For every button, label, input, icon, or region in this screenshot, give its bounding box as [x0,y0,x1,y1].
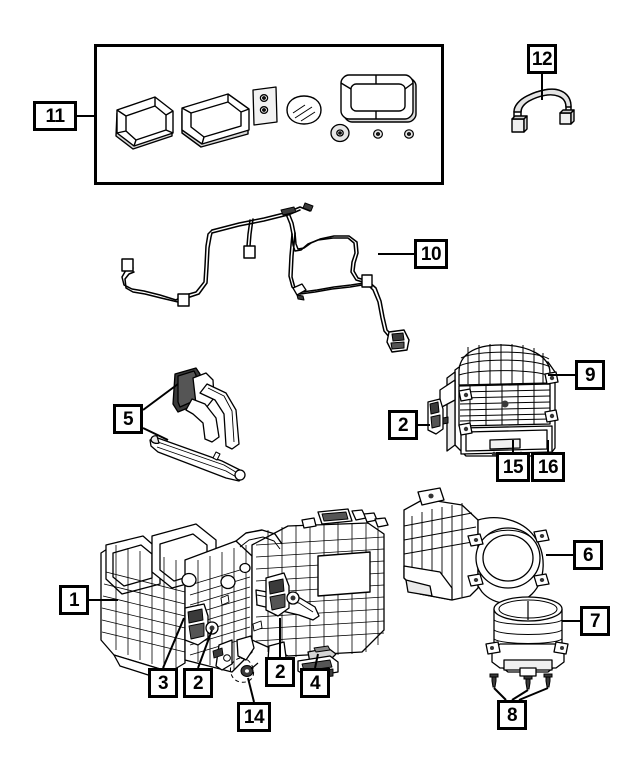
callout-14[interactable]: 14 [237,702,271,732]
leader-2-left [197,629,213,669]
callout-16[interactable]: 16 [531,452,565,482]
hvac-housing-assembly [100,508,389,683]
wiring-harness [121,202,410,353]
callout-4[interactable]: 4 [300,668,330,698]
mounting-screws [489,673,553,690]
callout-2-blower[interactable]: 2 [388,410,418,440]
callout-15[interactable]: 15 [496,452,530,482]
callout-6[interactable]: 6 [573,540,603,570]
leader-4 [314,653,319,669]
callout-5[interactable]: 5 [113,404,143,434]
callout-12[interactable]: 12 [527,44,557,74]
blower-motor [485,596,569,677]
actuator-motor-blower [427,398,449,435]
leader-3 [162,617,185,669]
leader-14 [247,677,255,703]
air-duct-and-bracket [149,367,246,482]
callout-8[interactable]: 8 [497,700,527,730]
leader-5b [142,427,169,441]
recirculation-housing [403,487,550,605]
leader-5a [142,383,179,411]
callout-7[interactable]: 7 [580,606,610,636]
callout-2-left[interactable]: 2 [183,668,213,698]
leader-8b [511,689,529,701]
callout-9[interactable]: 9 [575,360,605,390]
callout-11[interactable]: 11 [33,101,77,131]
grab-handle [511,88,575,133]
leader-8a [493,687,507,701]
callout-3[interactable]: 3 [148,668,178,698]
blower-housing-assembly [439,344,559,457]
leader-8c [518,687,549,701]
callout-1[interactable]: 1 [59,585,89,615]
callout-10[interactable]: 10 [414,239,448,269]
seal-kit-box [94,44,444,185]
callout-2-center[interactable]: 2 [265,657,295,687]
